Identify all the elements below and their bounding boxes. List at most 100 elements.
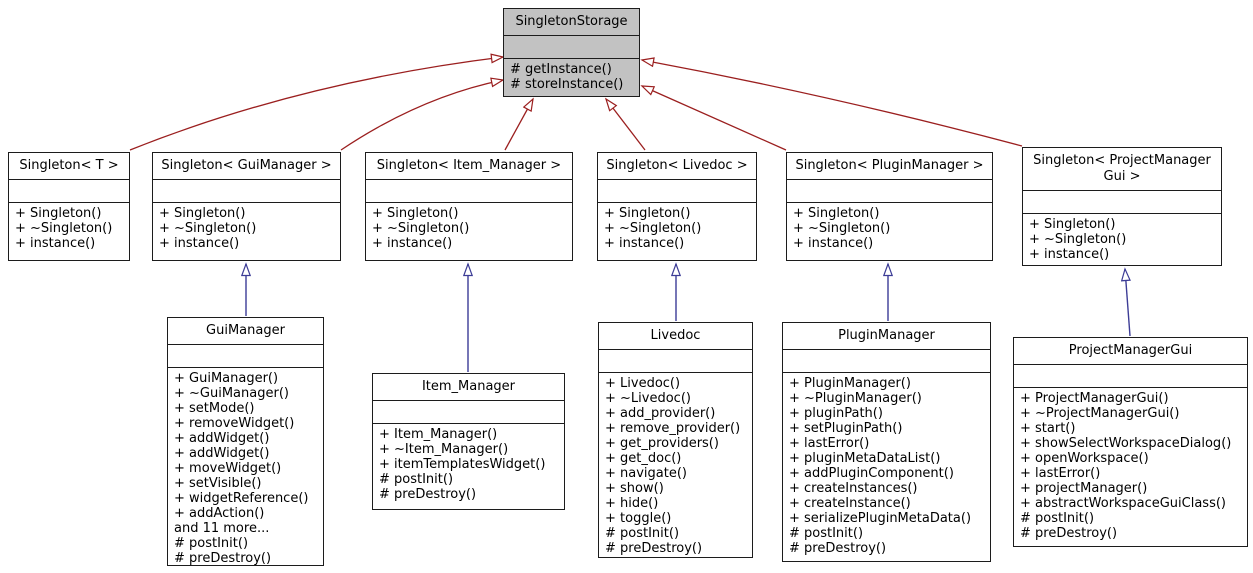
method-entry: + toggle()	[605, 511, 672, 526]
class-methods-section: + Singleton()+ ~Singleton()+ instance()	[153, 203, 340, 260]
class-box-pluginmanager[interactable]: PluginManager + PluginManager()+ ~Plugin…	[782, 322, 991, 562]
method-entry: + removeWidget()	[174, 416, 295, 431]
method-entry: # postInit()	[379, 472, 454, 487]
method-entry: + ~Singleton()	[1029, 232, 1127, 247]
method-entry: # postInit()	[174, 536, 249, 551]
class-attributes-section	[373, 401, 564, 424]
method-entry: + hide()	[605, 496, 659, 511]
class-attributes-section	[787, 180, 992, 203]
method-entry: # postInit()	[1020, 511, 1095, 526]
method-entry: + addWidget()	[174, 431, 270, 446]
class-box-guimanager[interactable]: GuiManager + GuiManager()+ ~GuiManager()…	[167, 317, 324, 566]
class-box-singleton-pluginmanager[interactable]: Singleton< PluginManager > + Singleton()…	[786, 152, 993, 261]
method-entry: + Livedoc()	[605, 376, 681, 391]
method-entry: + projectManager()	[1020, 481, 1148, 496]
class-box-projectmanagergui[interactable]: ProjectManagerGui + ProjectManagerGui()+…	[1013, 337, 1248, 547]
method-entry: + showSelectWorkspaceDialog()	[1020, 436, 1232, 451]
method-entry: + ~Livedoc()	[605, 391, 691, 406]
method-entry: + Singleton()	[372, 206, 459, 221]
method-entry: + setPluginPath()	[789, 421, 903, 436]
method-entry: + Singleton()	[159, 206, 246, 221]
class-methods-section: + GuiManager()+ ~GuiManager()+ setMode()…	[168, 368, 323, 566]
method-entry: + PluginManager()	[789, 376, 911, 391]
class-attributes-section	[504, 36, 639, 59]
method-entry: + navigate()	[605, 466, 687, 481]
method-entry: + show()	[605, 481, 664, 496]
class-title: Singleton< PluginManager >	[787, 153, 992, 180]
edge-singleton-itemmanager-to-storage	[504, 99, 533, 151]
method-entry: + ~PluginManager()	[789, 391, 922, 406]
class-attributes-section	[599, 350, 752, 373]
method-entry: + remove_provider()	[605, 421, 741, 436]
class-title: SingletonStorage	[504, 9, 639, 36]
method-entry: + start()	[1020, 421, 1076, 436]
class-box-singletonstorage[interactable]: SingletonStorage # getInstance()# storeI…	[503, 8, 640, 97]
class-attributes-section	[366, 180, 572, 203]
method-entry: + ~Singleton()	[15, 221, 113, 236]
method-entry: + get_providers()	[605, 436, 719, 451]
class-title: Singleton< ProjectManager Gui >	[1023, 148, 1221, 191]
class-box-singleton-livedoc[interactable]: Singleton< Livedoc > + Singleton()+ ~Sin…	[597, 152, 757, 261]
method-entry: # storeInstance()	[510, 77, 624, 92]
method-entry: + pluginMetaDataList()	[789, 451, 941, 466]
class-title: Singleton< T >	[9, 153, 129, 180]
method-entry: + ~Item_Manager()	[379, 442, 509, 457]
method-entry: + addAction()	[174, 506, 265, 521]
class-methods-section: + PluginManager()+ ~PluginManager()+ plu…	[783, 373, 990, 561]
method-entry: # preDestroy()	[379, 487, 477, 502]
class-methods-section: + Singleton()+ ~Singleton()+ instance()	[787, 203, 992, 260]
method-entry: + openWorkspace()	[1020, 451, 1149, 466]
class-attributes-section	[598, 180, 756, 203]
method-entry: + addPluginComponent()	[789, 466, 954, 481]
method-entry: + Singleton()	[1029, 217, 1116, 232]
class-box-singleton-projectmanagergui[interactable]: Singleton< ProjectManager Gui > + Single…	[1022, 147, 1222, 266]
class-methods-section: + ProjectManagerGui()+ ~ProjectManagerGu…	[1014, 388, 1247, 546]
class-box-singleton-t[interactable]: Singleton< T > + Singleton()+ ~Singleton…	[8, 152, 130, 261]
method-entry: + moveWidget()	[174, 461, 282, 476]
method-entry: + abstractWorkspaceGuiClass()	[1020, 496, 1226, 511]
method-entry: + ~Singleton()	[604, 221, 702, 236]
class-attributes-section	[168, 345, 323, 368]
method-entry: + ~Singleton()	[372, 221, 470, 236]
method-entry: + createInstances()	[789, 481, 918, 496]
method-entry: and 11 more...	[174, 521, 270, 536]
class-methods-section: + Singleton()+ ~Singleton()+ instance()	[9, 203, 129, 260]
class-title: ProjectManagerGui	[1014, 338, 1247, 365]
class-methods-section: + Singleton()+ ~Singleton()+ instance()	[1023, 214, 1221, 265]
method-entry: + Singleton()	[15, 206, 102, 221]
method-entry: + instance()	[15, 236, 96, 251]
class-title: Singleton< Item_Manager >	[366, 153, 572, 180]
method-entry: # preDestroy()	[1020, 526, 1118, 541]
method-entry: + instance()	[793, 236, 874, 251]
class-methods-section: # getInstance()# storeInstance()	[504, 59, 639, 96]
class-box-singleton-guimanager[interactable]: Singleton< GuiManager > + Singleton()+ ~…	[152, 152, 341, 261]
method-entry: + get_doc()	[605, 451, 682, 466]
class-title: Item_Manager	[373, 374, 564, 401]
class-box-singleton-itemmanager[interactable]: Singleton< Item_Manager > + Singleton()+…	[365, 152, 573, 261]
class-box-itemmanager[interactable]: Item_Manager + Item_Manager()+ ~Item_Man…	[372, 373, 565, 510]
method-entry: + GuiManager()	[174, 371, 279, 386]
method-entry: + lastError()	[789, 436, 870, 451]
class-methods-section: + Singleton()+ ~Singleton()+ instance()	[598, 203, 756, 260]
method-entry: + instance()	[1029, 247, 1110, 262]
method-entry: + instance()	[604, 236, 685, 251]
method-entry: + pluginPath()	[789, 406, 883, 421]
edge-singleton-pluginmanager-to-storage	[642, 86, 787, 151]
class-title: Singleton< Livedoc >	[598, 153, 756, 180]
method-entry: + ~Singleton()	[793, 221, 891, 236]
method-entry: + createInstance()	[789, 496, 911, 511]
method-entry: + setMode()	[174, 401, 255, 416]
method-entry: # preDestroy()	[174, 551, 272, 566]
method-entry: + instance()	[372, 236, 453, 251]
method-entry: + Singleton()	[793, 206, 880, 221]
class-methods-section: + Singleton()+ ~Singleton()+ instance()	[366, 203, 572, 260]
method-entry: + ~GuiManager()	[174, 386, 289, 401]
method-entry: + ~ProjectManagerGui()	[1020, 406, 1180, 421]
class-attributes-section	[153, 180, 340, 203]
class-title: PluginManager	[783, 323, 990, 350]
method-entry: # getInstance()	[510, 62, 612, 77]
method-entry: + serializePluginMetaData()	[789, 511, 972, 526]
class-box-livedoc[interactable]: Livedoc + Livedoc()+ ~Livedoc()+ add_pro…	[598, 322, 753, 558]
class-methods-section: + Item_Manager()+ ~Item_Manager()+ itemT…	[373, 424, 564, 509]
